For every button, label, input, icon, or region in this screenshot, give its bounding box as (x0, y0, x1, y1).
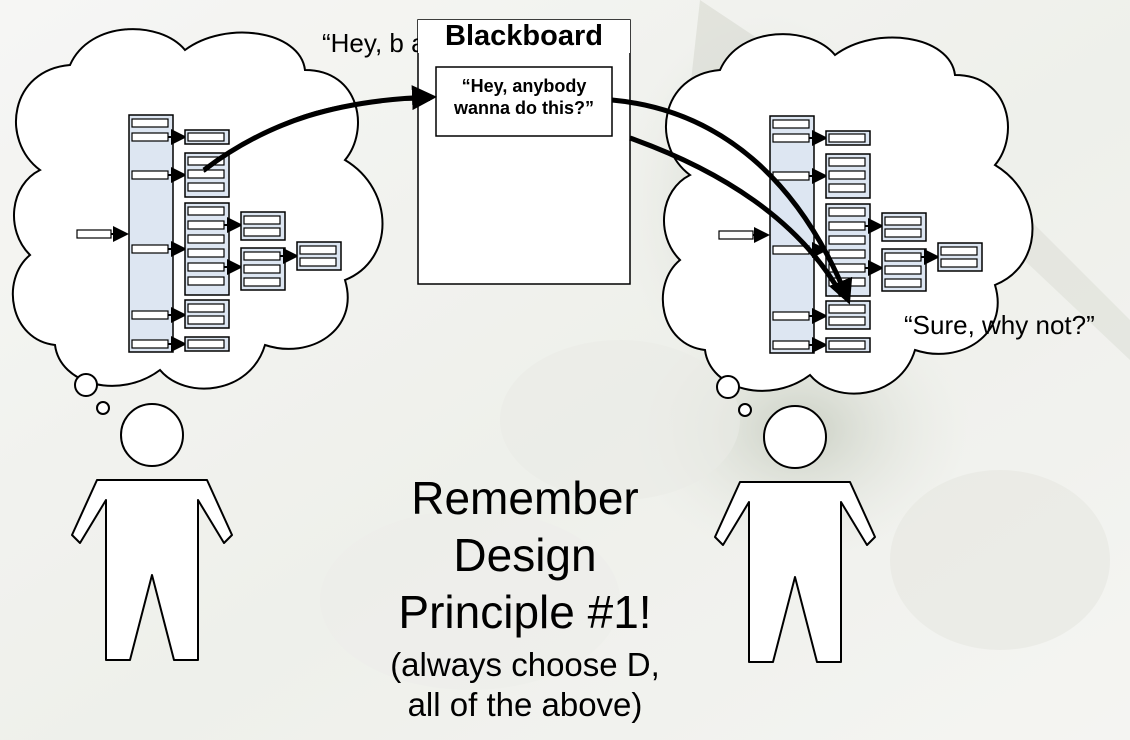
blackboard-note-line1: “Hey, anybody (461, 76, 587, 96)
principle-line2: Design (453, 529, 597, 581)
right-person-figure (714, 405, 876, 663)
post-to-blackboard-arrow-2 (203, 98, 431, 173)
principle-line1: Remember (411, 472, 639, 524)
principle-sub2: all of the above) (407, 686, 643, 723)
right-thought-bubble-small (738, 403, 752, 417)
principle-line3: Principle #1! (398, 586, 652, 638)
principle-sub1: (always choose D, (390, 646, 660, 683)
left-thought-bubble-large (74, 373, 98, 397)
blackboard-title: Blackboard (418, 20, 630, 53)
left-thought-bubble-small (96, 401, 110, 415)
right-thought-bubble-large (716, 375, 740, 399)
speech-reply: “Sure, why not?” (904, 310, 1095, 340)
read-from-blackboard-arrow (611, 97, 853, 305)
left-person-figure (71, 403, 233, 661)
principle-heading: Remember Design Principle #1! (330, 470, 720, 641)
blackboard-note-line2: wanna do this?” (453, 98, 594, 118)
blackboard-panel (417, 19, 631, 285)
principle-subtext: (always choose D, all of the above) (330, 645, 720, 725)
blackboard-note: “Hey, anybody wanna do this?” (436, 67, 612, 119)
read-from-blackboard-arrow-2 (629, 135, 845, 298)
